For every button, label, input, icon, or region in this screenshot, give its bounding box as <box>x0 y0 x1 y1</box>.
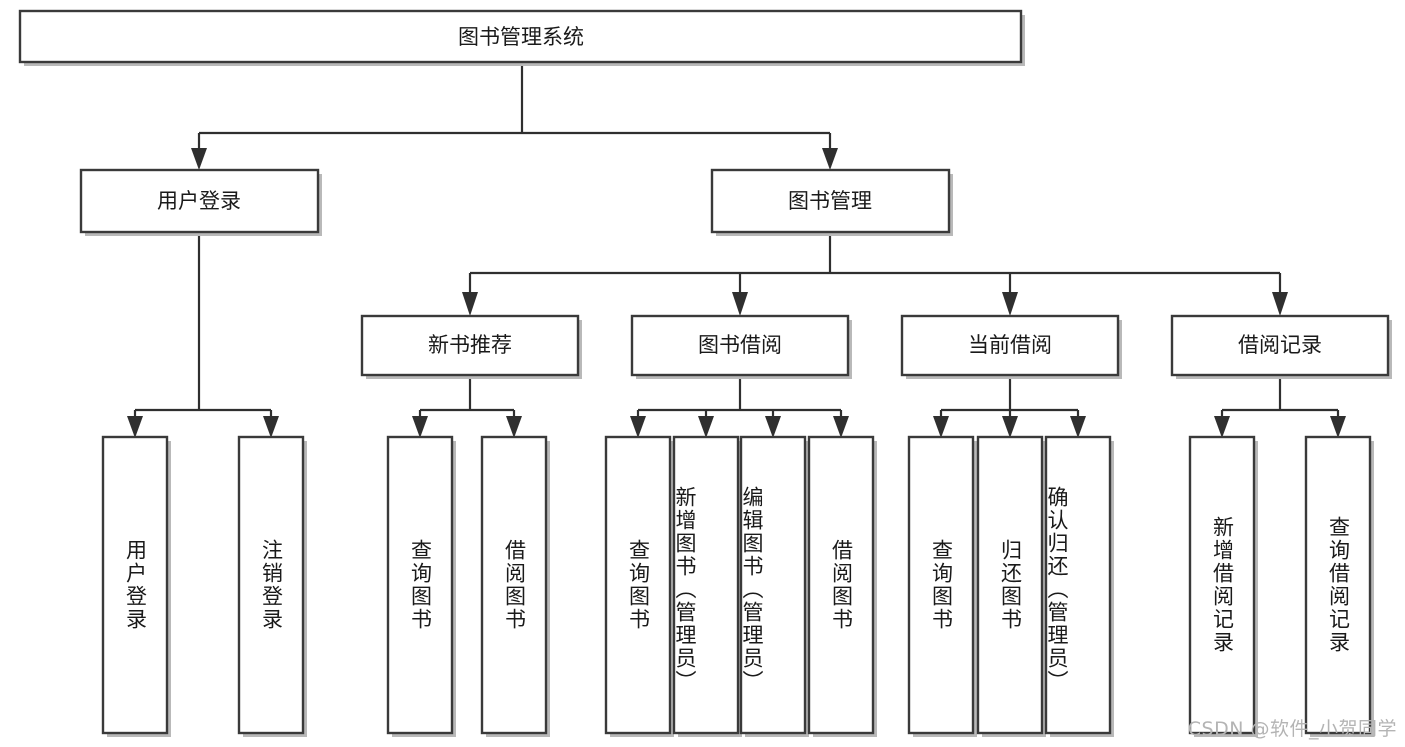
leaf-borrow-book-2-box[interactable] <box>807 435 875 735</box>
new-book-recommend-box <box>360 314 580 377</box>
leaf-query-book-3-box[interactable] <box>907 435 975 735</box>
connector-group <box>127 66 1346 438</box>
arrow-to-leaf-user-login <box>127 416 143 438</box>
user-login-label: 用户登录 <box>157 189 241 213</box>
leaf-logout-login-box[interactable] <box>237 435 305 735</box>
leaf-query-book-1-box[interactable] <box>386 435 454 735</box>
csdn-watermark: CSDN @软件_小贺同学 <box>1187 718 1397 740</box>
leaf-confirm-return-box[interactable] <box>1044 435 1112 735</box>
leaf-boxes-group <box>101 435 1374 737</box>
book-borrow-box <box>630 314 850 377</box>
current-borrow-label: 当前借阅 <box>968 333 1052 357</box>
root-label: 图书管理系统 <box>458 25 584 49</box>
arrow-to-leaf-borrow-book-2 <box>833 416 849 438</box>
arrow-to-leaf-logout-login <box>263 416 279 438</box>
user-login-box <box>79 168 320 234</box>
leaf-add-record-box[interactable] <box>1188 435 1256 735</box>
node-book-borrow[interactable]: 图书借阅 <box>630 314 852 379</box>
root-box <box>18 9 1023 64</box>
book-manage-box <box>710 168 951 234</box>
node-new-book-recommend[interactable]: 新书推荐 <box>360 314 582 379</box>
node-root[interactable]: 图书管理系统 <box>18 9 1025 66</box>
leaf-return-book-box[interactable] <box>976 435 1044 735</box>
node-user-login[interactable]: 用户登录 <box>79 168 322 236</box>
arrow-to-leaf-query-record <box>1330 416 1346 438</box>
current-borrow-box <box>900 314 1120 377</box>
arrow-to-leaf-confirm-return <box>1070 416 1086 438</box>
book-manage-label: 图书管理 <box>788 189 872 213</box>
leaf-add-book-box[interactable] <box>672 435 740 735</box>
arrow-to-current-borrow <box>1002 292 1018 316</box>
leaf-query-book-2-box[interactable] <box>604 435 672 735</box>
arrow-root-to-user-login <box>191 148 207 170</box>
arrow-to-leaf-query-book-2 <box>630 416 646 438</box>
arrow-to-leaf-add-record <box>1214 416 1230 438</box>
leaf-borrow-book-1-box[interactable] <box>480 435 548 735</box>
leaf-query-record-box[interactable] <box>1304 435 1372 735</box>
leaf-user-login-box[interactable] <box>101 435 169 735</box>
leaf-edit-book-box[interactable] <box>739 435 807 735</box>
arrow-to-borrow-record <box>1272 292 1288 316</box>
arrow-to-new-book-recommend <box>462 292 478 316</box>
book-borrow-label: 图书借阅 <box>698 333 782 357</box>
borrow-record-box <box>1170 314 1390 377</box>
arrow-root-to-book-manage <box>822 148 838 170</box>
arrow-to-book-borrow <box>732 292 748 316</box>
node-borrow-record[interactable]: 借阅记录 <box>1170 314 1392 379</box>
node-current-borrow[interactable]: 当前借阅 <box>900 314 1122 379</box>
node-book-manage[interactable]: 图书管理 <box>710 168 953 236</box>
arrow-to-leaf-borrow-book-1 <box>506 416 522 438</box>
arrow-to-leaf-query-book-3 <box>933 416 949 438</box>
arrow-to-leaf-return-book <box>1002 416 1018 438</box>
borrow-record-label: 借阅记录 <box>1238 333 1322 357</box>
arrow-to-leaf-query-book-1 <box>412 416 428 438</box>
arrow-to-leaf-add-book <box>698 416 714 438</box>
arrow-to-leaf-edit-book <box>765 416 781 438</box>
new-book-recommend-label: 新书推荐 <box>428 333 512 357</box>
